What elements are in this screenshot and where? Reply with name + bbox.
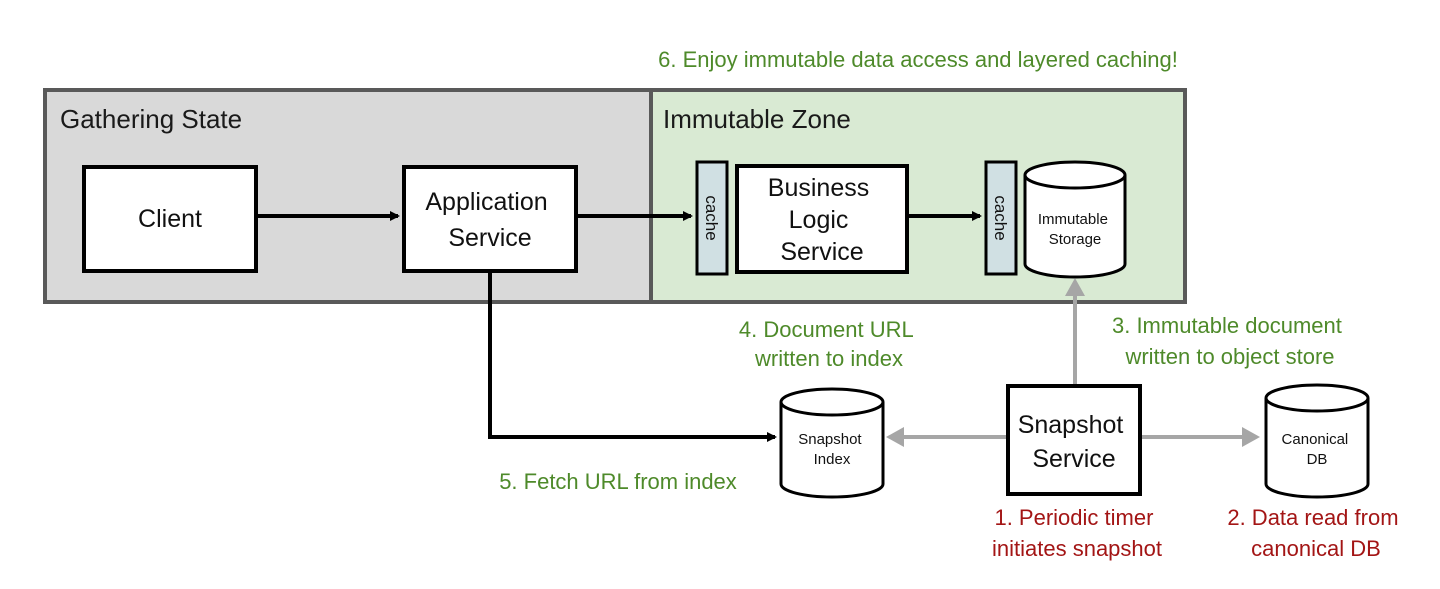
client-label: Client [138,205,202,233]
business-logic-service-box [735,164,909,274]
step-1-annotation: 1. Periodic timer initiates snapshot [992,505,1162,561]
step-6-annotation: 6. Enjoy immutable data access and layer… [658,47,1178,72]
immutable-zone-title: Immutable Zone [663,104,851,134]
step-2-annotation: 2. Data read from canonical DB [1227,505,1404,561]
client-box [82,165,258,273]
arrow-head-to-immutable-storage [1065,278,1085,296]
immutable-storage-cylinder [1023,160,1127,279]
cache-1-box [695,160,729,276]
arrow-head-to-snapshot-index [886,427,904,447]
step-5-annotation: 5. Fetch URL from index [499,469,737,494]
canonical-db-cylinder [1264,383,1370,499]
step-3-annotation: 3. Immutable document written to object … [1112,313,1348,369]
cache-2-label: cache [991,195,1010,240]
snapshot-index-label: Snapshot Index [798,431,866,468]
cache-2-box [984,160,1018,276]
immutable-storage-label: Immutable Storage [1038,211,1112,248]
snapshot-service-label: Snapshot Service [1018,411,1131,473]
cache-1-label: cache [702,195,721,240]
gathering-state-title: Gathering State [60,104,242,134]
arrow-head-to-canonical-db [1242,427,1260,447]
step-4-annotation: 4. Document URL written to index [739,317,919,371]
application-service-label: Application Service [425,188,554,252]
arrow-application-to-snapshot-index [488,273,777,442]
canonical-db-label: Canonical DB [1282,431,1353,468]
business-logic-service-label: Business Logic Service [768,174,876,266]
application-service-box [402,165,578,273]
snapshot-index-cylinder [779,387,885,499]
snapshot-service-box [1006,384,1142,496]
